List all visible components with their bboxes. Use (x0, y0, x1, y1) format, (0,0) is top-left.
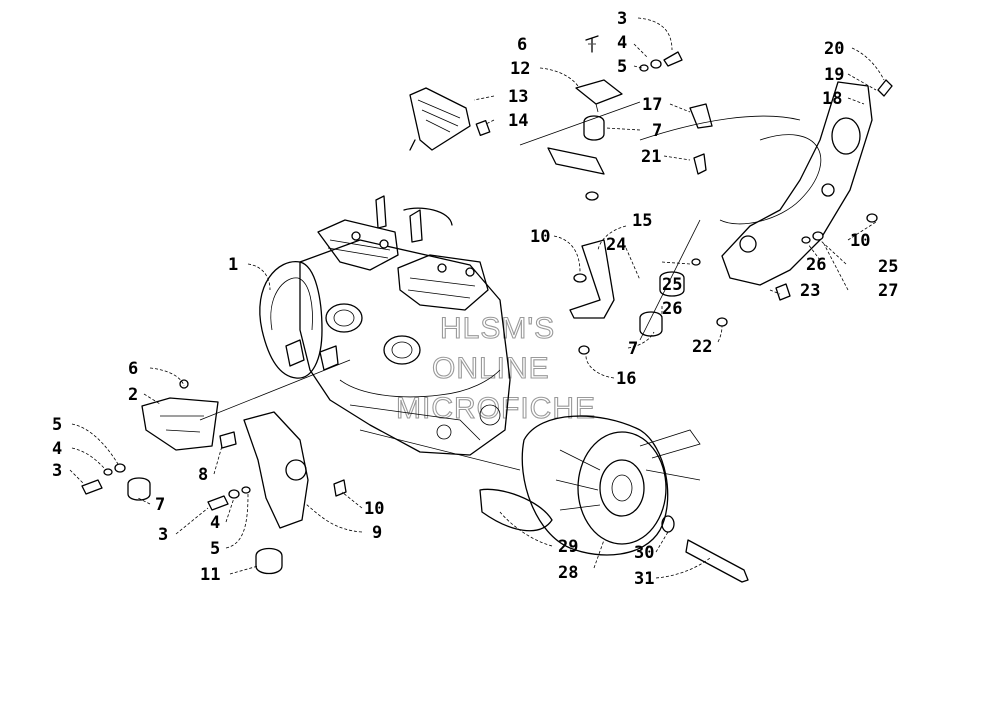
callout-13: 13 (508, 87, 528, 107)
callout-27: 27 (878, 281, 898, 301)
callout-labels: 1 2 3 3 3 4 4 4 5 5 5 6 6 7 7 7 8 9 10 1… (52, 9, 898, 589)
right-bracket-group (569, 79, 893, 355)
top-mount-group (409, 35, 683, 201)
callout-7-left: 7 (155, 495, 165, 515)
callout-12: 12 (510, 59, 530, 79)
callout-3-mid: 3 (158, 525, 168, 545)
callout-14: 14 (508, 111, 528, 131)
callout-4-top: 4 (617, 33, 627, 53)
callout-6-top: 6 (517, 35, 527, 55)
callout-3-left: 3 (52, 461, 62, 481)
engine-block (199, 195, 521, 471)
watermark-line-3: MICROFICHE (396, 392, 596, 425)
watermark-line-1: HLSM'S (440, 312, 555, 345)
callout-20: 20 (824, 39, 844, 59)
callout-10-right: 10 (850, 231, 870, 251)
callout-15: 15 (632, 211, 652, 231)
callout-22: 22 (692, 337, 712, 357)
callout-23: 23 (800, 281, 820, 301)
callout-7-top: 7 (652, 121, 662, 141)
callout-7-right: 7 (628, 339, 638, 359)
callout-18: 18 (822, 89, 842, 109)
callout-25-right: 25 (878, 257, 898, 277)
callout-5-left: 5 (52, 415, 62, 435)
callout-21: 21 (641, 147, 661, 167)
callout-19: 19 (824, 65, 844, 85)
watermark: HLSM'S ONLINE MICROFICHE (395, 311, 596, 425)
callout-4-left: 4 (52, 439, 62, 459)
callout-24: 24 (606, 235, 626, 255)
callout-16: 16 (616, 369, 636, 389)
callout-26-right: 26 (806, 255, 826, 275)
callout-30: 30 (634, 543, 654, 563)
callout-26-center: 26 (662, 299, 682, 319)
callout-5-mid: 5 (210, 539, 220, 559)
callout-17: 17 (642, 95, 662, 115)
callout-1: 1 (228, 255, 238, 275)
callout-29: 29 (558, 537, 578, 557)
watermark-line-2: ONLINE (432, 352, 550, 385)
leader-lines (69, 17, 885, 579)
callout-5-top: 5 (617, 57, 627, 77)
callout-31: 31 (634, 569, 654, 589)
callout-3-top: 3 (617, 9, 627, 29)
callout-10-left: 10 (364, 499, 384, 519)
callout-9: 9 (372, 523, 382, 543)
callout-6-left: 6 (128, 359, 138, 379)
callout-2: 2 (128, 385, 138, 405)
callout-25-center: 25 (662, 275, 682, 295)
drive-clutch (479, 415, 749, 583)
callout-4-mid: 4 (210, 513, 220, 533)
callout-28: 28 (558, 563, 578, 583)
callout-11: 11 (200, 565, 220, 585)
callout-10-center: 10 (530, 227, 550, 247)
left-mount-group (81, 379, 347, 575)
callout-8: 8 (198, 465, 208, 485)
